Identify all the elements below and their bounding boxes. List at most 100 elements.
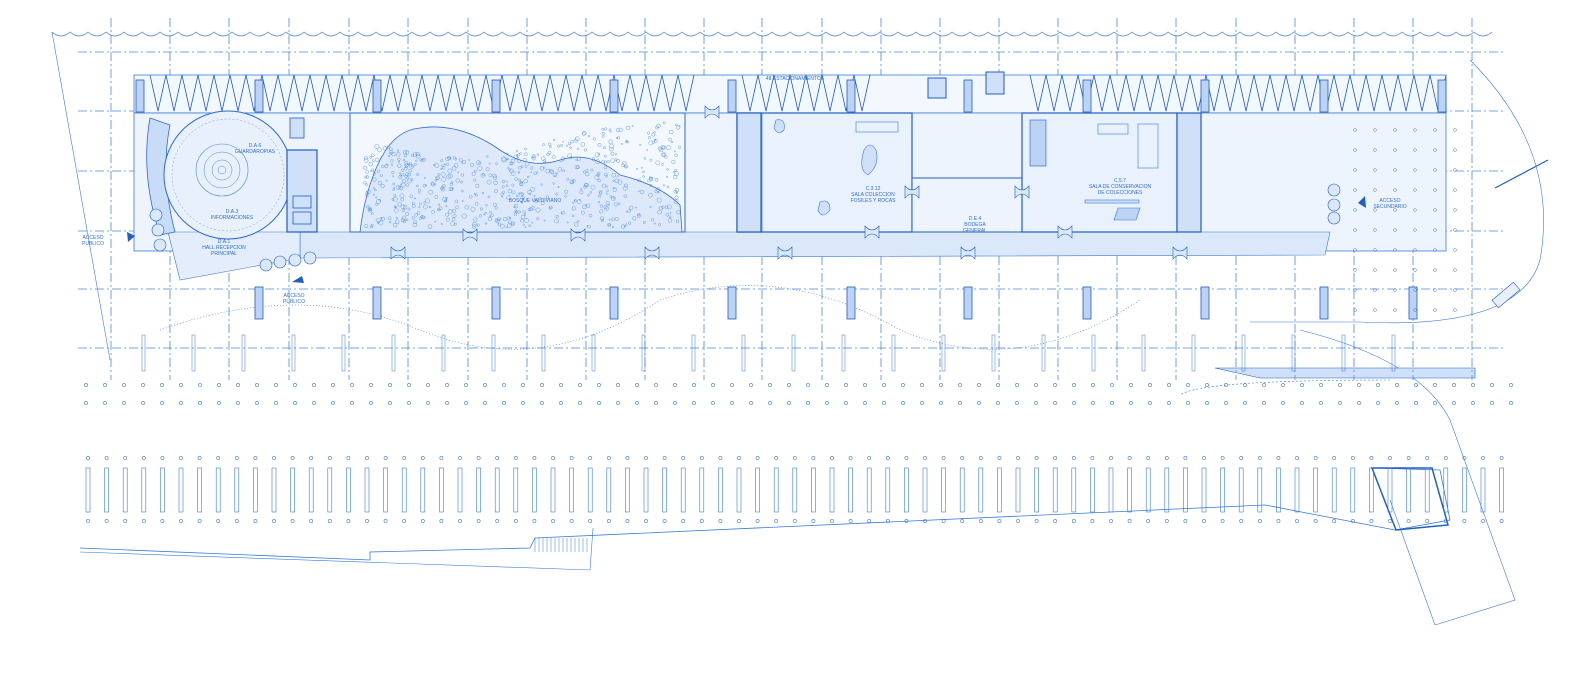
tree-dot (1353, 288, 1357, 292)
parking-stall (1201, 467, 1207, 513)
tree-dot (825, 401, 829, 405)
tree-dot (654, 383, 658, 387)
tree-dot (1433, 248, 1437, 252)
foliage-mark (389, 147, 393, 151)
foliage-mark (402, 219, 406, 224)
foliage-mark (404, 165, 408, 169)
tree-dot (1453, 228, 1457, 232)
foliage-mark (579, 190, 584, 195)
foliage-mark (376, 221, 380, 224)
foliage-mark (448, 187, 453, 192)
tree-dot (1224, 401, 1228, 405)
parking-stall (904, 467, 909, 513)
foliage-mark (643, 157, 646, 160)
tree-dot (559, 383, 563, 387)
foliage-mark (424, 184, 427, 187)
tree-dot (1413, 308, 1417, 312)
parking-stall (234, 467, 240, 513)
tree-dot (1395, 383, 1399, 387)
facade-pier (1319, 286, 1329, 320)
tree-dot (923, 456, 927, 460)
foliage-mark (595, 159, 601, 164)
tree-dot (1353, 168, 1357, 172)
tree-dot (1034, 401, 1038, 405)
tree-dot (309, 519, 314, 523)
foliage-mark (464, 205, 469, 210)
foliage-mark (528, 224, 532, 228)
tree-dot (1338, 401, 1342, 405)
foliage-mark (480, 172, 486, 178)
label-acceso-publico-left-2: PUBLICO (82, 241, 104, 247)
foliage-mark (435, 175, 440, 180)
parking-stall (1424, 467, 1430, 513)
foliage-mark (611, 172, 616, 178)
tree-dot (1146, 456, 1151, 460)
foliage-mark (450, 181, 454, 184)
roof-pier (1437, 79, 1447, 113)
foliage-mark (666, 168, 669, 171)
foliage-mark (574, 199, 578, 203)
parking-stall (1071, 467, 1077, 513)
label-informaciones: INFORMACIONES (211, 215, 254, 221)
tree-dot (806, 401, 810, 405)
foliage-mark (648, 176, 652, 180)
foliage-mark (403, 154, 407, 158)
foliage-mark (540, 201, 545, 206)
facade-pier (491, 286, 501, 320)
tree-dot (1071, 456, 1076, 460)
tree-dot (718, 519, 723, 523)
label-informaciones-code: D.A.3 (226, 209, 239, 215)
foliage-mark (650, 218, 655, 222)
roof-band (133, 74, 1447, 114)
tree-dot (458, 519, 462, 523)
foliage-mark (604, 206, 609, 211)
parking-stall (885, 467, 891, 513)
foliage-mark (581, 210, 585, 215)
foliage-mark (487, 216, 492, 221)
site-boundary-left (51, 31, 111, 361)
tree-dot (1433, 268, 1437, 272)
tree-dot (104, 456, 109, 460)
entrance-rotunda (146, 110, 293, 240)
foliage-mark (524, 152, 528, 157)
foliage-mark (397, 160, 400, 163)
foliage-mark (376, 169, 380, 173)
seat-pod (259, 258, 273, 272)
foliage-mark (671, 159, 676, 164)
foliage-mark (642, 170, 645, 174)
foliage-mark (603, 165, 608, 170)
tree-dot (293, 401, 297, 405)
foliage-mark (452, 213, 457, 218)
bench-blob (644, 246, 660, 260)
tree-dot (1129, 401, 1133, 405)
parking-stall (662, 467, 667, 513)
foliage-mark (530, 186, 536, 192)
foliage-mark (507, 220, 512, 225)
tree-dot (885, 456, 890, 460)
bollard (441, 334, 446, 372)
tree-dot (476, 519, 481, 523)
foliage-mark (654, 189, 659, 194)
tree-dot (1167, 401, 1171, 405)
foliage-mark (501, 156, 507, 162)
tree-dot (464, 401, 468, 405)
foliage-mark (673, 199, 679, 204)
tree-dot (551, 519, 555, 523)
label-sala-fosiles: SALA COLECCION (851, 192, 895, 198)
tree-dot (597, 401, 601, 405)
foliage-mark (566, 221, 569, 224)
label-bodega-2: GENERAL (963, 228, 987, 234)
foliage-mark (621, 142, 624, 145)
foliage-mark (607, 160, 610, 164)
foliage-mark (643, 221, 646, 224)
parking-stall (1480, 467, 1486, 513)
foliage-mark (653, 138, 658, 143)
parking-stall (1145, 467, 1151, 513)
foliage-mark (538, 197, 542, 201)
tree-dot (792, 519, 797, 523)
foliage-mark (590, 168, 594, 172)
foliage-mark (531, 221, 534, 224)
foliage-mark (445, 205, 448, 208)
tree-dot (1373, 188, 1377, 192)
tree-dot (179, 383, 183, 387)
